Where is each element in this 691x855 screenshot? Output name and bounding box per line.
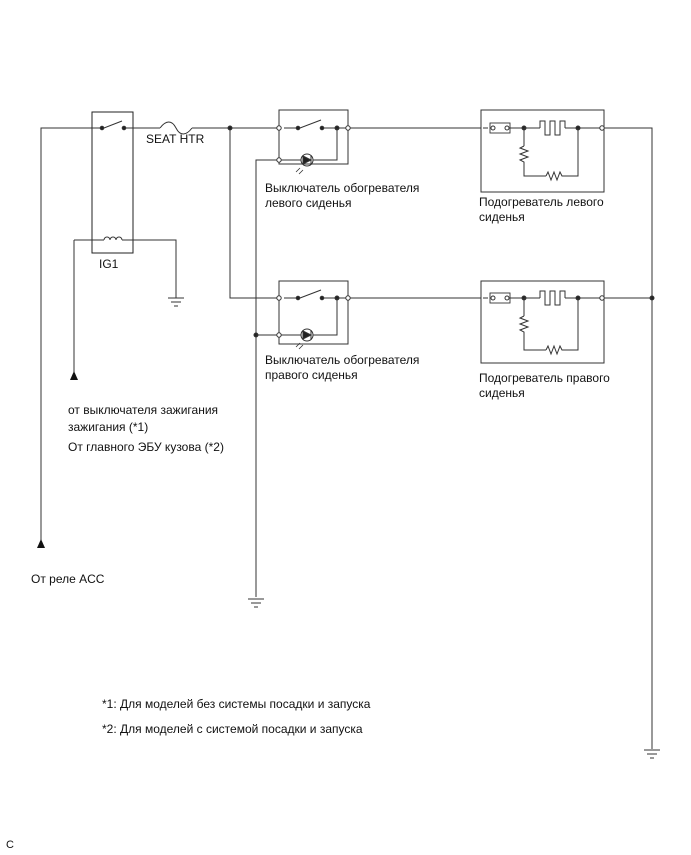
corner-code: C xyxy=(6,839,14,851)
right-switch-label: Выключатель обогревателя правого сиденья xyxy=(265,353,419,383)
relay-ground-icon xyxy=(168,297,184,307)
fuse-symbol xyxy=(159,121,193,135)
ignition-source-line1: от выключателя зажигания xyxy=(68,403,219,417)
relay-label: IG1 xyxy=(99,257,119,271)
ignition-arrow xyxy=(70,371,78,380)
right-heater-box xyxy=(480,280,605,364)
lamp-ground-wire xyxy=(255,159,277,597)
footnote-2: *2: Для моделей с системой посадки и зап… xyxy=(102,722,363,736)
right-heater-label-line2: сиденья xyxy=(479,386,525,400)
left-heater-label-line1: Подогреватель левого xyxy=(479,195,604,209)
ignition-source-line2: зажигания (*1) xyxy=(68,420,149,434)
right-switch-box xyxy=(278,280,349,345)
right-heater-internals xyxy=(483,290,605,356)
right-heater-label: Подогреватель правого сиденья xyxy=(479,371,610,401)
left-switch-label: Выключатель обогревателя левого сиденья xyxy=(265,181,419,211)
left-heater-label: Подогреватель левого сиденья xyxy=(479,195,604,225)
left-heater-internals xyxy=(483,120,605,182)
fuse-label: SEAT HTR xyxy=(146,132,205,146)
right-switch-label-line2: правого сиденья xyxy=(265,368,358,382)
acc-supply-wire xyxy=(40,127,97,545)
main-ground-icon xyxy=(644,749,660,759)
footnote-1: *1: Для моделей без системы посадки и за… xyxy=(102,697,371,711)
right-switch-label-line1: Выключатель обогревателя xyxy=(265,353,420,367)
acc-arrow xyxy=(37,539,45,548)
ignition-source-label: от выключателя зажигания зажигания (*1) … xyxy=(68,402,224,456)
left-switch-label-line1: Выключатель обогревателя xyxy=(265,181,420,195)
left-heater-label-line2: сиденья xyxy=(479,210,525,224)
acc-source-label: От реле ACC xyxy=(31,572,105,586)
lamp-ground-icon xyxy=(248,598,264,608)
right-heater-label-line1: Подогреватель правого xyxy=(479,371,610,385)
relay-coil xyxy=(74,236,177,298)
left-heater-box xyxy=(480,109,605,193)
relay-switch-contact xyxy=(92,120,133,129)
switch-bus-wire xyxy=(229,128,279,299)
ignition-source-line3: От главного ЭБУ кузова (*2) xyxy=(68,440,224,454)
left-switch-label-line2: левого сиденья xyxy=(265,196,352,210)
left-switch-box xyxy=(278,109,349,165)
heater-return-bus xyxy=(604,127,653,749)
ig1-relay xyxy=(91,111,134,254)
